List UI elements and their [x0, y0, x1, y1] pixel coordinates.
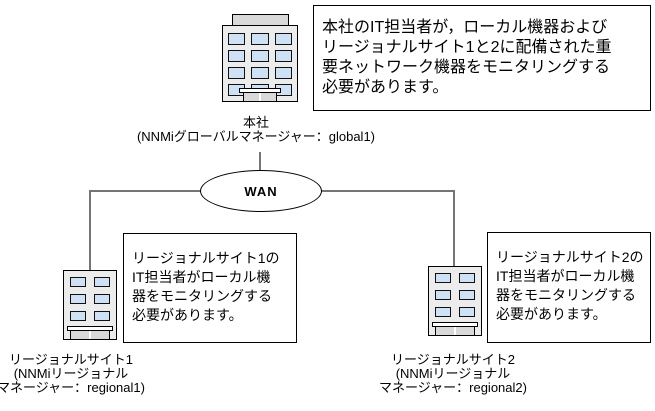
- building-roof: [231, 14, 289, 25]
- building-window: [94, 277, 110, 287]
- building-window: [435, 290, 451, 300]
- building-door: [243, 92, 277, 101]
- building-window: [70, 294, 86, 304]
- building-door: [70, 330, 110, 339]
- building-window: [70, 311, 86, 321]
- building-door: [435, 326, 475, 335]
- building-windows: [223, 26, 297, 96]
- building-body: [63, 270, 117, 340]
- site1-note-box: リージョナルサイト1の IT担当者がローカル機 器をモニタリングする 必要があり…: [123, 233, 297, 343]
- connector-hq-to-wan: [259, 152, 261, 172]
- site2-note-box: リージョナルサイト2の IT担当者がローカル機 器をモニタリングする 必要があり…: [487, 232, 651, 343]
- connector-wan-to-site1-horizontal: [89, 190, 202, 192]
- building-windows: [429, 267, 481, 317]
- building-window: [459, 273, 475, 283]
- site1-building-icon: [63, 270, 117, 340]
- site2-building-icon: [428, 266, 482, 336]
- building-window: [274, 50, 292, 62]
- building-window: [228, 67, 246, 79]
- building-window: [228, 33, 246, 45]
- connector-wan-to-site2-horizontal: [320, 190, 455, 192]
- building-body: [222, 25, 298, 102]
- building-window: [274, 33, 292, 45]
- building-window: [94, 294, 110, 304]
- building-window: [435, 307, 451, 317]
- headquarters-building-icon: [222, 14, 298, 102]
- building-window: [228, 50, 246, 62]
- building-window: [274, 67, 292, 79]
- building-window: [459, 307, 475, 317]
- building-window: [70, 277, 86, 287]
- connector-wan-to-site2-vertical: [453, 190, 455, 268]
- building-window: [459, 290, 475, 300]
- building-window: [94, 311, 110, 321]
- site1-caption: リージョナルサイト1 (NNMiリージョナル マネージャー：regional1): [0, 352, 145, 395]
- hq-caption: 本社 (NNMiグローバルマネージャー：global1): [136, 115, 376, 144]
- wan-ellipse: WAN: [200, 170, 322, 212]
- building-window: [251, 67, 269, 79]
- building-windows: [64, 271, 116, 321]
- building-window: [435, 273, 451, 283]
- building-window: [251, 33, 269, 45]
- site2-caption: リージョナルサイト2 (NNMiリージョナル マネージャー：regional2): [379, 352, 527, 395]
- connector-wan-to-site1-vertical: [89, 190, 91, 271]
- hq-note-box: 本社のIT担当者が，ローカル機器および リージョナルサイト1と2に配備された重 …: [313, 5, 651, 111]
- building-body: [428, 266, 482, 336]
- building-window: [251, 50, 269, 62]
- wan-label: WAN: [244, 183, 278, 199]
